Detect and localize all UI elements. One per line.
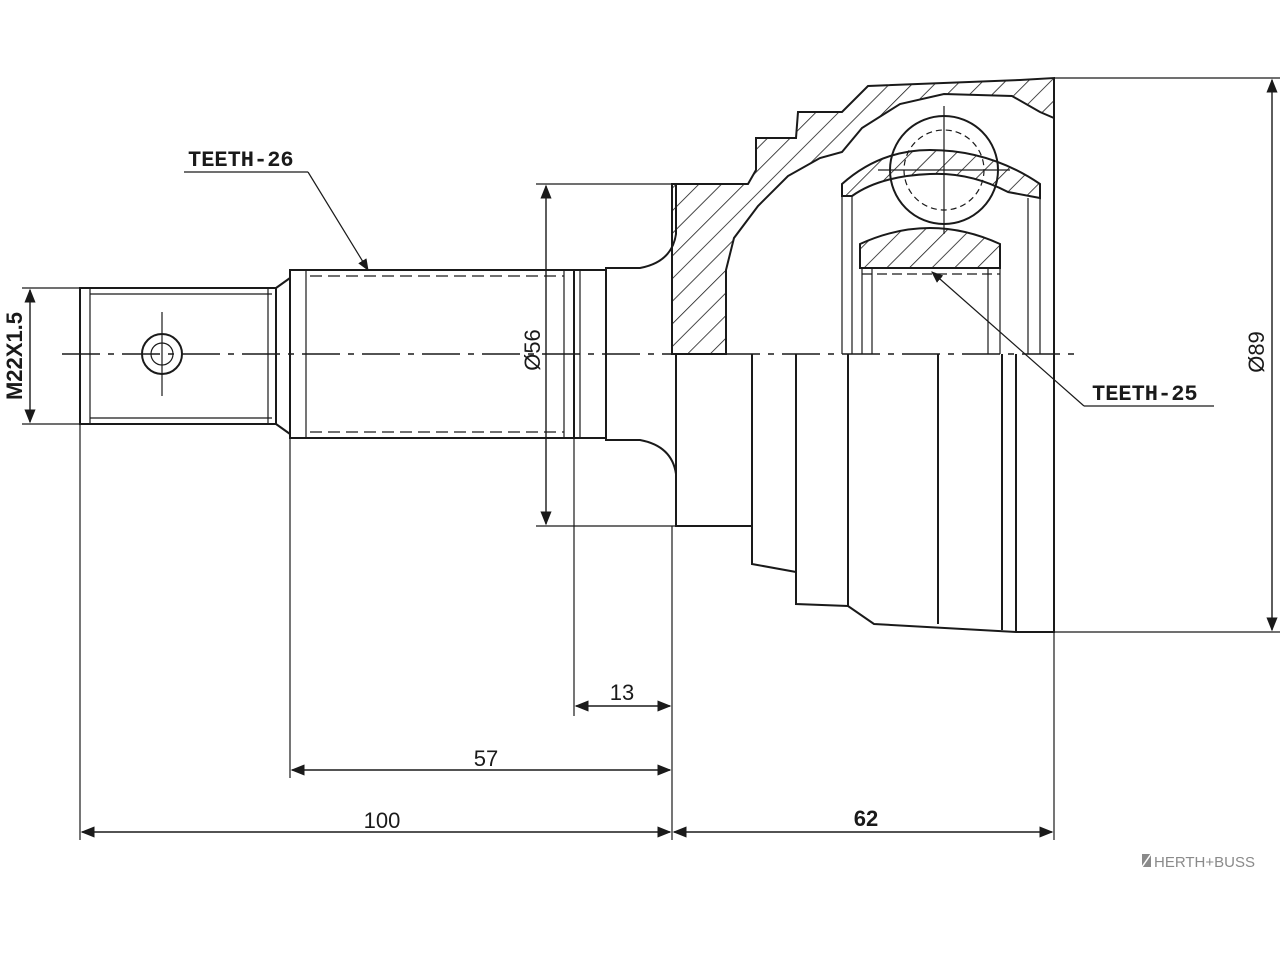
dim-13: 13 <box>574 680 672 712</box>
dim-62: 62 <box>672 806 1054 838</box>
shaft-neck <box>574 184 677 526</box>
teeth-26-label: TEETH-26 <box>188 148 294 173</box>
inner-race <box>841 184 1041 354</box>
threaded-stub <box>79 276 291 436</box>
dim-62-label: 62 <box>854 806 878 831</box>
brand-logo-text: HERTH+BUSS <box>1154 854 1255 871</box>
ball-icon <box>878 106 1010 234</box>
dim-57-label: 57 <box>474 746 498 771</box>
body-diameter-label: Ø89 <box>1244 331 1269 373</box>
dim-m22: M22X1.5 <box>2 288 36 424</box>
callout-teeth-26: TEETH-26 <box>184 148 369 272</box>
dim-89: Ø89 <box>1244 78 1278 632</box>
housing-section-hatched <box>671 76 1055 355</box>
callout-teeth-25: TEETH-25 <box>931 271 1214 407</box>
thread-size-label: M22X1.5 <box>2 312 27 400</box>
teeth-25-label: TEETH-25 <box>1092 382 1198 407</box>
dim-100-label: 100 <box>364 808 401 833</box>
housing-body <box>675 78 1055 633</box>
shaft-diameter-label: Ø56 <box>520 329 545 371</box>
dim-100: 100 <box>80 808 672 838</box>
dim-57: 57 <box>290 746 672 776</box>
dim-13-label: 13 <box>610 680 634 705</box>
brand-logo: HERTH+BUSS <box>1141 853 1255 871</box>
dim-56: Ø56 <box>520 184 552 526</box>
extension-lines <box>22 77 1280 840</box>
